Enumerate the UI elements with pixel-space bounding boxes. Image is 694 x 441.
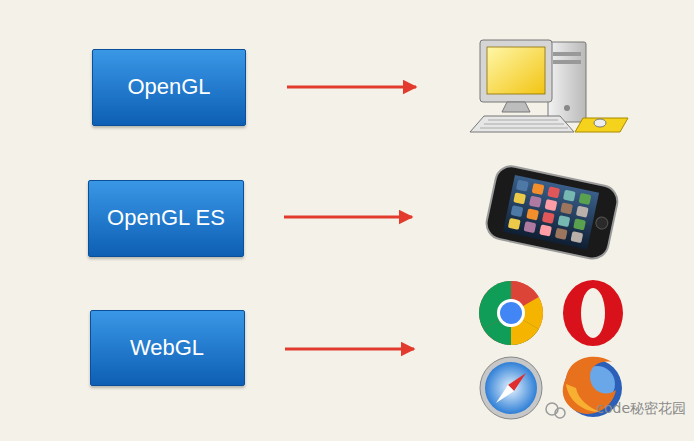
desktop-computer: [470, 40, 628, 132]
safari-logo: [480, 357, 542, 419]
smartphone: [484, 163, 621, 261]
watermark: code秘密花园: [596, 400, 686, 418]
process-box: OpenGL ES: [88, 180, 244, 257]
process-box: WebGL: [90, 310, 245, 386]
box-label: WebGL: [130, 335, 204, 361]
process-box: OpenGL: [92, 49, 246, 126]
opera-logo: [563, 280, 623, 346]
box-label: OpenGL ES: [107, 205, 225, 231]
chrome-logo: [479, 281, 543, 345]
red-arrow: [284, 87, 416, 349]
box-label: OpenGL: [127, 74, 210, 100]
watermark-icon: [546, 403, 565, 418]
